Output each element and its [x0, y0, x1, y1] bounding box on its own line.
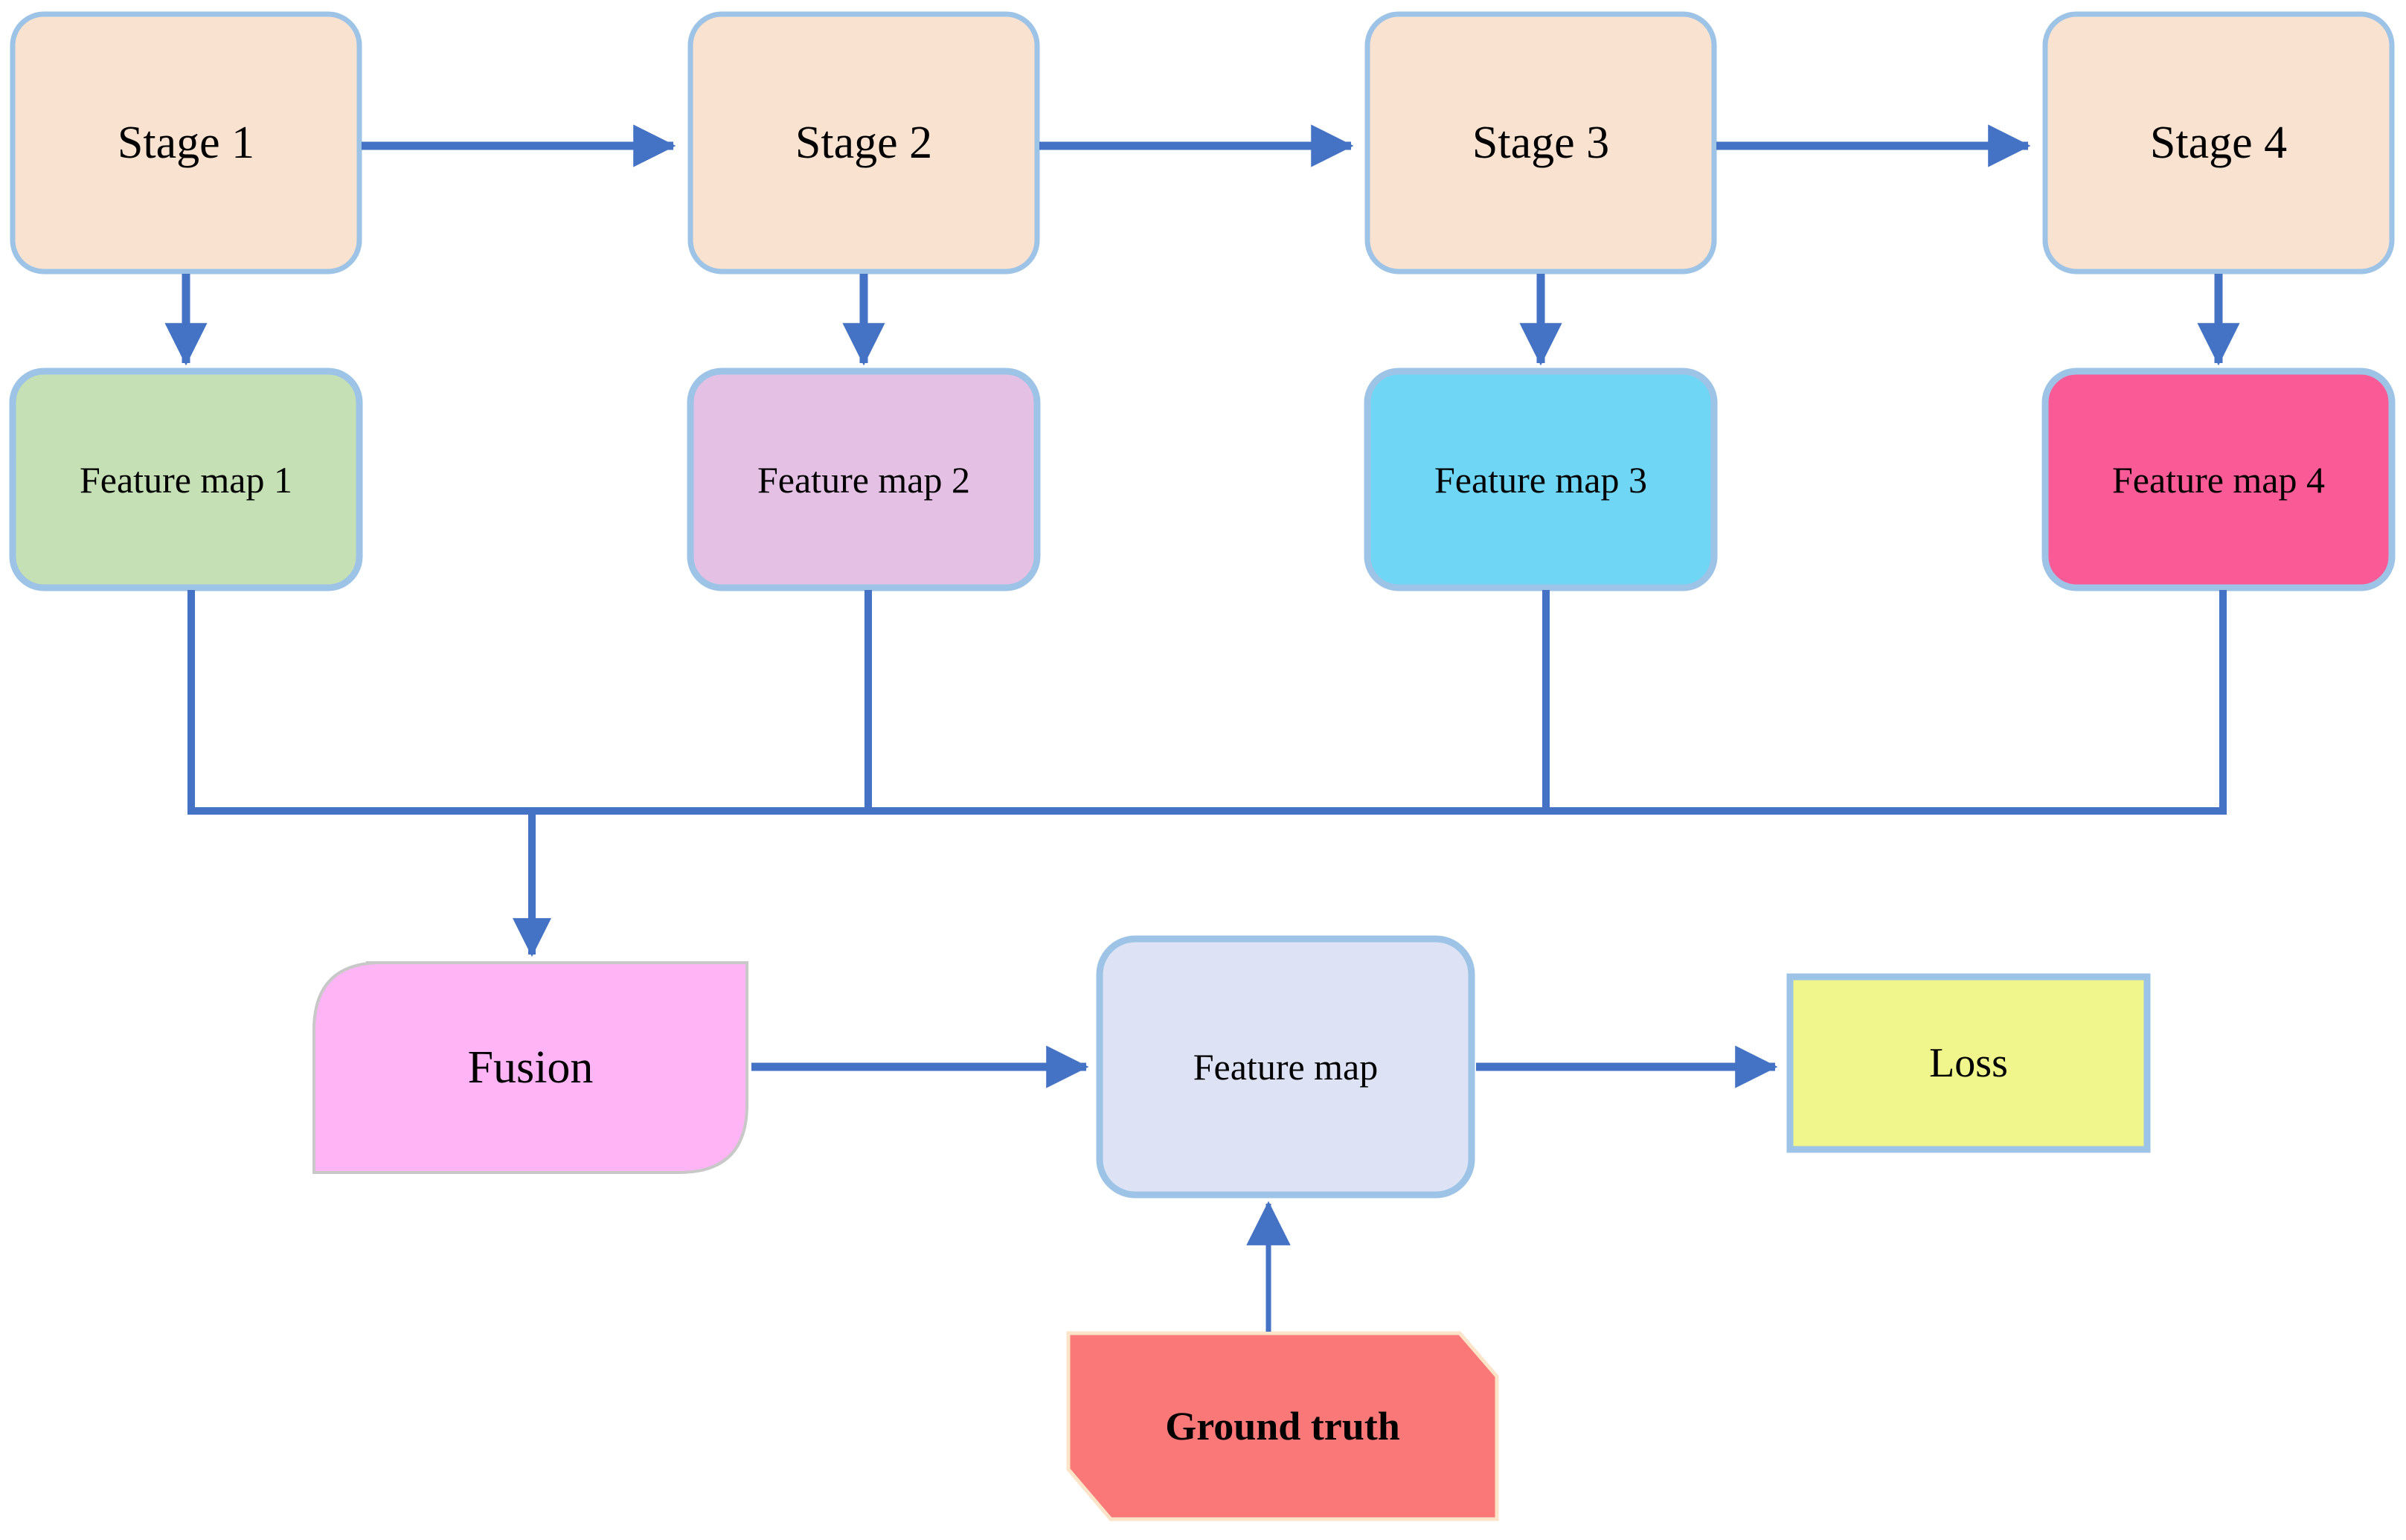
feature-map-1-box[interactable]	[9, 368, 363, 591]
feature-map-out-box[interactable]	[1096, 935, 1475, 1199]
stage-3-box[interactable]	[1364, 11, 1717, 275]
stage-1-box[interactable]	[10, 11, 362, 275]
loss-box[interactable]	[1786, 973, 2151, 1153]
feature-map-3-box[interactable]	[1364, 368, 1718, 591]
ground-truth-shape[interactable]	[1066, 1331, 1499, 1521]
stage-4-box[interactable]	[2042, 11, 2395, 275]
feature-map-4-box[interactable]	[2041, 368, 2396, 591]
feature-map-2-box[interactable]	[687, 368, 1041, 591]
stage-2-box[interactable]	[687, 11, 1040, 275]
fusion-shape[interactable]	[312, 961, 748, 1174]
